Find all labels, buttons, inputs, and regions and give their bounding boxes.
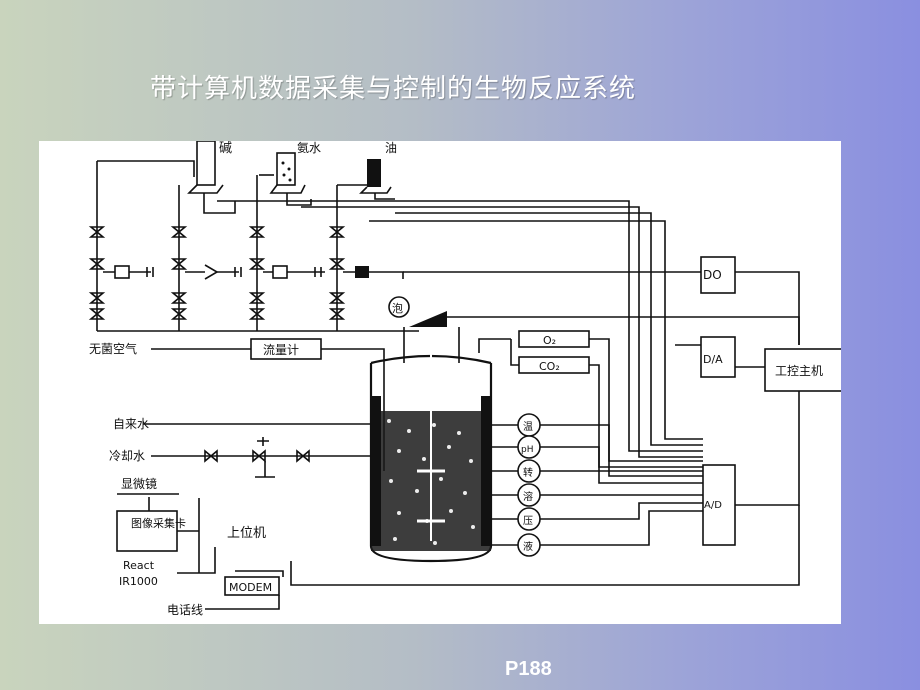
- ad-box: [702, 464, 736, 546]
- bioreactor-diagram: 碱 氨水 油: [39, 141, 841, 624]
- reservoir-alkali-label: 碱: [219, 141, 232, 156]
- sensor-ph-label: pH: [521, 445, 533, 455]
- controller-box: [764, 348, 841, 392]
- controller-label: 工控主机: [775, 364, 823, 378]
- modem-label: MODEM: [229, 581, 272, 594]
- reservoir-oil: 油: [359, 141, 397, 194]
- reservoir-oil-label: 油: [385, 141, 397, 155]
- o2-label: O₂: [543, 334, 556, 347]
- do-box: [700, 256, 736, 294]
- reservoir-ammonia: 氨水: [269, 141, 321, 194]
- host-computer-label: 上位机: [227, 526, 266, 541]
- ir1000-label: IR1000: [119, 575, 158, 588]
- sensor-pressure-label: 压: [523, 515, 533, 527]
- microscope-label: 显微镜: [121, 476, 157, 491]
- pump-row: [103, 264, 404, 280]
- sensor-level-label: 液: [523, 540, 533, 553]
- phone-line-label: 电话线: [167, 603, 203, 617]
- air-label: 无菌空气: [89, 341, 137, 356]
- sensor-speed-label: 转: [523, 466, 533, 479]
- reservoir-ammonia-label: 氨水: [297, 141, 321, 155]
- image-card-label: 图像采集卡: [131, 516, 186, 530]
- react-label: React: [123, 559, 155, 572]
- co2-label: CO₂: [539, 360, 560, 373]
- sensor-do-label: 溶: [523, 490, 533, 503]
- da-box: [700, 336, 736, 378]
- foam-sensor: [388, 296, 410, 318]
- modem-box: [224, 576, 280, 596]
- page-number: P188: [505, 658, 552, 680]
- ad-label: A/D: [704, 500, 722, 511]
- sensor-temp-label: 温: [523, 421, 533, 433]
- slide-title: 带计算机数据采集与控制的生物反应系统: [150, 74, 637, 104]
- flowmeter-label: 流量计: [263, 343, 299, 357]
- diagram-canvas: 碱 氨水 油: [88, 141, 841, 617]
- sensor-column: 温 pH 转 溶 压 液: [491, 413, 541, 557]
- reservoir-alkali: 碱: [187, 141, 232, 194]
- water-label: 自来水: [113, 417, 149, 431]
- cooling-label: 冷却水: [109, 449, 145, 463]
- signal-bundle: [217, 200, 703, 546]
- bioreactor-vessel: [369, 327, 493, 563]
- foam-sensor-label: 泡: [392, 301, 403, 315]
- valve-column-2: [170, 226, 188, 320]
- valve-column-4: [328, 226, 346, 320]
- stirrer-motor: [409, 311, 447, 327]
- valve-column-3: [248, 226, 266, 320]
- da-label: D/A: [703, 353, 723, 366]
- do-label: DO: [703, 268, 722, 282]
- valve-column-1: [88, 226, 106, 320]
- cooling-valves: [204, 437, 310, 478]
